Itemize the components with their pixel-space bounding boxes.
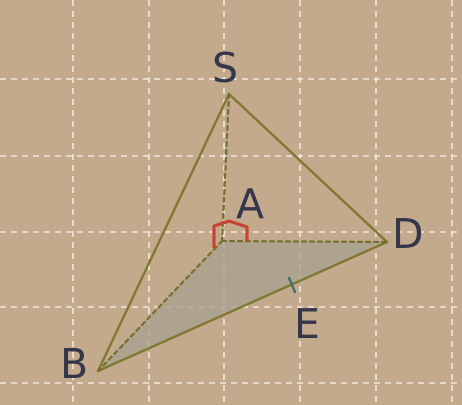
hidden-edge-ad — [220, 239, 389, 244]
label-b: B — [60, 340, 88, 388]
right-angle-marker — [212, 219, 249, 248]
label-e: E — [294, 300, 320, 348]
edge-sd — [227, 92, 389, 244]
hidden-edge-sa — [220, 92, 231, 243]
edge-sb — [96, 92, 231, 373]
label-a: A — [236, 180, 264, 228]
hidden-edge-ab — [96, 239, 224, 373]
edge-bd — [96, 240, 389, 373]
label-s: S — [212, 44, 238, 92]
pyramid-edges — [96, 92, 389, 373]
segment-tick-mark — [287, 276, 297, 294]
label-d: D — [392, 210, 424, 258]
